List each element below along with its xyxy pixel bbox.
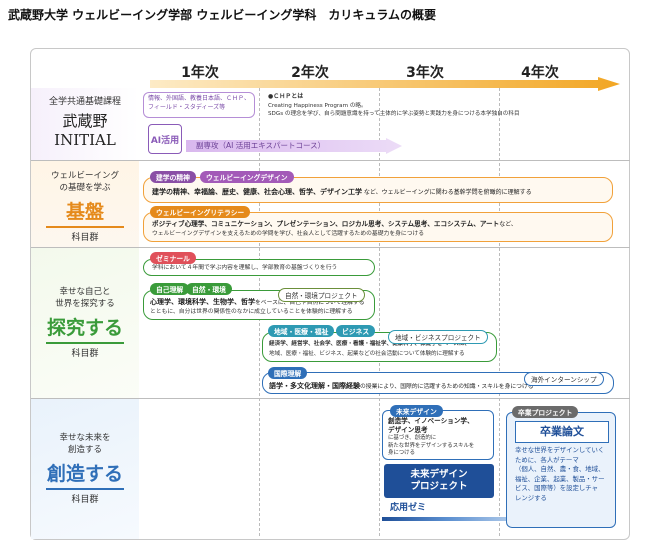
tankyu-group: 科目群 [71, 349, 99, 359]
souzou-main: 創造する [46, 463, 123, 485]
ouyou-arrow [382, 503, 544, 521]
kiban-underline [46, 226, 124, 228]
ai-arrow-svg [186, 138, 402, 154]
tag-sotsu: 卒業プロジェクト [512, 406, 579, 418]
kiban-row1-text: 建学の精神、幸福論、歴史、健康、社会心理、哲学、デザイン工学 など、ウェルビーイ… [152, 187, 532, 198]
seminar-text: 学科において４年間で学ぶ内容を理解し、学部教育の基盤づくりを行う [152, 265, 338, 271]
kiban-row2-bold: ポジティブ心理学、コミュニケーション、プレゼンテーション、ロジカル思考、システム… [152, 220, 500, 228]
year-arrow [150, 76, 620, 91]
tag-shizen: 自然・環境 [186, 283, 232, 295]
tankyu-underline [46, 342, 124, 344]
proj-intern: 海外インターンシップ [524, 372, 604, 386]
section-label-souzou: 幸せな未来を 創造する 創造する 科目群 [31, 432, 139, 505]
souzou-underline [46, 488, 124, 490]
tag-seminar: ゼミナール [150, 252, 196, 264]
tag-chiiki: 地域・医療・福祉 [268, 325, 335, 337]
kiban-row2-text: ポジティブ心理学、コミュニケーション、プレゼンテーション、ロジカル思考、システム… [152, 219, 517, 230]
tag-kengaku: 建学の精神 [150, 171, 196, 183]
sotsu-box: 卒業論文 幸せな世界をデザインしていく ために、各人がテーマ （個人、自然、農・… [506, 412, 616, 528]
tankyu-main: 探究する [46, 317, 123, 339]
kiban-row1-bold: 建学の精神、幸福論、歴史、健康、社会心理、哲学、デザイン工学 [152, 188, 362, 196]
mirai-rest: に基づき、創造的に 新たな世界をデザインするスキルを 身につける [388, 435, 475, 456]
chp-note: ●ＣＨＰとは Creating Happiness Program の略。 SD… [268, 93, 578, 119]
ouyou-label: 応用ゼミ [390, 503, 427, 513]
proj-shizen: 自然・環境プロジェクト [278, 288, 365, 302]
section-bg-initial [31, 88, 139, 160]
initial-sub: 全学共通基礎課程 [48, 97, 121, 107]
tankyu-text1-rest: をベースに、自己や自然について理解する [255, 300, 365, 306]
tag-jiko: 自己理解 [150, 283, 190, 295]
year-2: 2年次 [291, 65, 329, 81]
kiban-row2-rest: など、 [499, 221, 517, 228]
sotsu-title: 卒業論文 [540, 425, 584, 438]
section-bg-kiban [31, 161, 139, 247]
ai-arrow-label: 副専攻（AI 活用エキスパートコース） [196, 141, 326, 150]
kiban-group: 科目群 [71, 233, 99, 243]
initial-main2: INITIAL [54, 131, 116, 149]
souzou-group: 科目群 [71, 495, 99, 505]
seminar-box: 学科において４年間で学ぶ内容を理解し、学部教育の基盤づくりを行う [143, 259, 375, 276]
souzou-sub: 幸せな未来を 創造する [59, 433, 111, 455]
separator-1 [31, 160, 630, 161]
tankyu-text2-line1: 経済学、経営学、社会学、医療・看護・福祉学、健康科学、保健学をベースに、 [269, 341, 470, 347]
tag-wb-literacy: ウェルビーイングリテラシー [150, 206, 251, 218]
year-3: 3年次 [406, 65, 444, 81]
tag-mirai: 未来デザイン [390, 405, 443, 417]
ai-arrow [186, 138, 402, 154]
ai-badge: AI活用 [148, 124, 182, 154]
divider-year-3 [379, 88, 380, 536]
kiban-main: 基盤 [65, 201, 104, 223]
tankyu-text2-line2: 地域、医療・福祉、ビジネス、起業などの社会活動について体験的に理解する [269, 351, 465, 357]
tankyu-text3-bold: 語学・多文化理解・国際経験 [269, 382, 360, 390]
kiban-row1-rest: など、ウェルビーイングに関わる基幹学問を俯瞰的に理解する [362, 189, 532, 196]
mirai-text: 創造学、イノベーション学、 デザイン思考 [388, 417, 474, 434]
separator-2 [31, 247, 630, 248]
year-4: 4年次 [521, 65, 559, 81]
mirai-project-box: 未来デザイン プロジェクト [384, 464, 494, 498]
sotsu-text: 幸せな世界をデザインしていく ために、各人がテーマ （個人、自然、農・食、地域、… [515, 446, 605, 502]
mirai-box: 創造学、イノベーション学、 デザイン思考 に基づき、創造的に 新たな世界をデザイ… [382, 410, 494, 460]
year-arrow-svg [150, 77, 620, 91]
tag-kokusai: 国際理解 [268, 367, 308, 379]
mirai-project-text: 未来デザイン プロジェクト [410, 469, 468, 492]
kiban-row2-line2: ウェルビーイングデザインを支えるための学問を学び、社会人として活躍するための基礎… [152, 231, 425, 237]
page-title: 武蔵野大学 ウェルビーイング学部 ウェルビーイング学科 カリキュラムの概要 [8, 8, 436, 22]
tankyu-sub: 幸せな自己と 世界を探究する [55, 287, 115, 309]
tankyu-text1-line2: とともに、自分は世界の関係性のなかに成立していることを体験的に理解する [150, 309, 353, 315]
separator-3 [31, 398, 630, 399]
kiban-sub: ウェルビーイング の基礎を学ぶ [50, 171, 119, 193]
tankyu-text3-rest: の授業により、国際的に活躍するための知識・スキルを身につける [360, 384, 534, 390]
chp-head: ●ＣＨＰとは [268, 93, 304, 100]
ai-badge-text: AI活用 [150, 136, 180, 146]
section-label-tankyu: 幸せな自己と 世界を探究する 探究する 科目群 [31, 286, 139, 359]
chp-body: Creating Happiness Program の略。 SDGs の理念を… [268, 102, 520, 118]
tankyu-text1-bold: 心理学、環境科学、生物学、哲学 [150, 298, 255, 306]
initial-box-text: 情報、外国語、教養日本語、ＣＨＰ、 フィールド・スタディーズ等 [148, 95, 251, 111]
divider-year-4 [499, 88, 500, 536]
year-1: 1年次 [181, 65, 219, 81]
tag-business: ビジネス [336, 325, 376, 337]
section-bg-tankyu [31, 248, 139, 398]
tankyu-text3: 語学・多文化理解・国際経験の授業により、国際的に活躍するための知識・スキルを身に… [269, 381, 534, 392]
section-label-initial: 全学共通基礎課程 武蔵野 INITIAL [31, 96, 139, 149]
initial-box: 情報、外国語、教養日本語、ＣＨＰ、 フィールド・スタディーズ等 [143, 92, 255, 118]
tankyu-text1: 心理学、環境科学、生物学、哲学をベースに、自己や自然について理解する [150, 297, 365, 308]
tankyu-box-1: 心理学、環境科学、生物学、哲学をベースに、自己や自然について理解する とともに、… [143, 290, 375, 320]
ouyou-arrow-svg [382, 513, 544, 521]
section-bg-souzou [31, 399, 139, 539]
sotsu-title-box: 卒業論文 [515, 421, 609, 443]
section-label-kiban: ウェルビーイング の基礎を学ぶ 基盤 科目群 [31, 170, 139, 243]
tag-wb-design: ウェルビーイングデザイン [200, 171, 294, 183]
proj-chiiki: 地域・ビジネスプロジェクト [388, 330, 488, 344]
initial-main: 武蔵野 [62, 112, 108, 130]
